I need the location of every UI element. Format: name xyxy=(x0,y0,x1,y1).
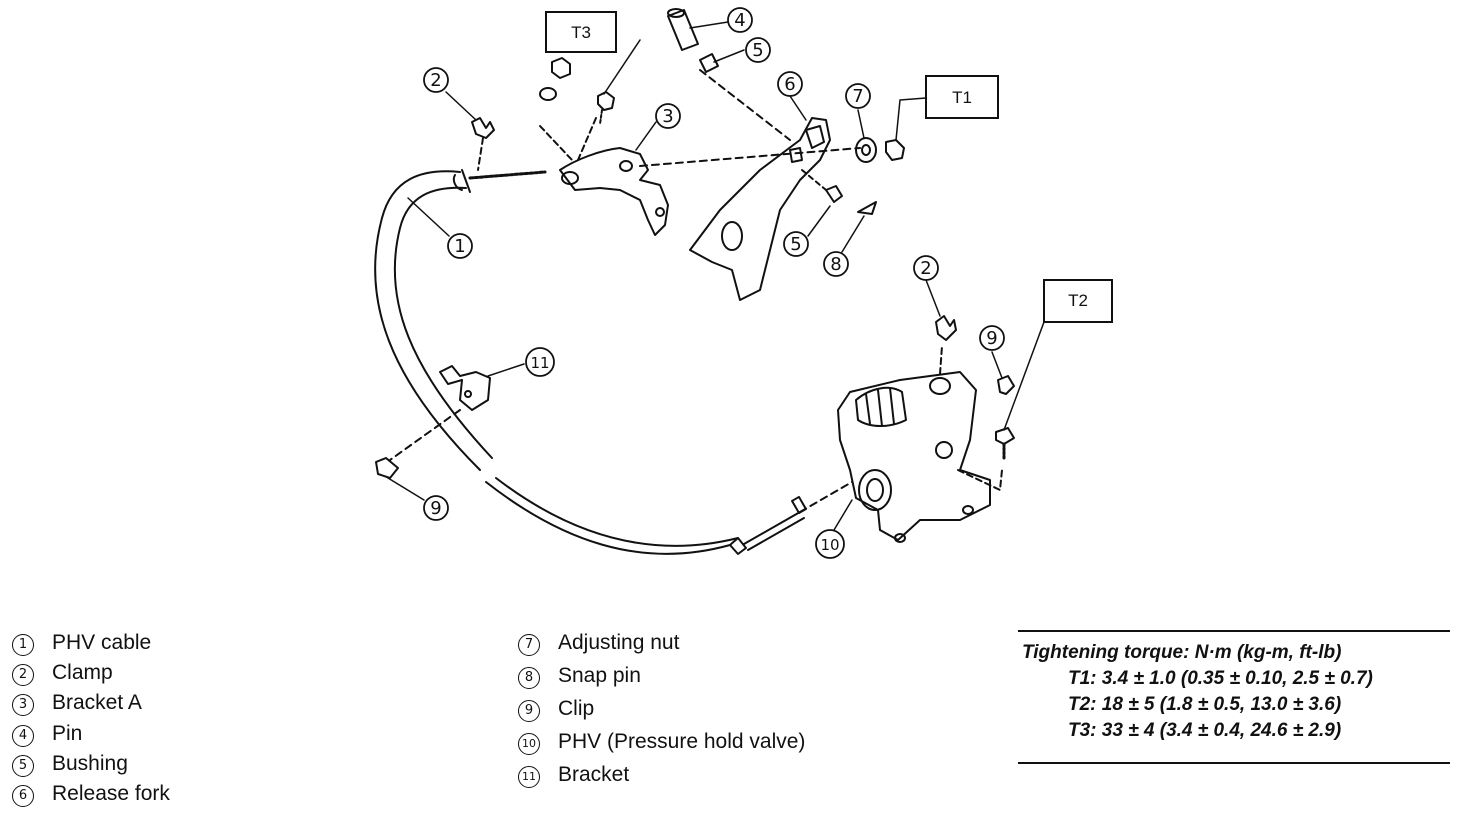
svg-text:3: 3 xyxy=(662,106,673,127)
legend-number: 6 xyxy=(12,784,34,807)
tightening-torque-table: Tightening torque: N·m (kg-m, ft-lb) T1:… xyxy=(1018,630,1450,764)
svg-text:9: 9 xyxy=(986,328,997,349)
legend-label: Clip xyxy=(558,697,595,720)
legend-number: 4 xyxy=(12,724,34,747)
svg-text:9: 9 xyxy=(430,498,441,519)
svg-text:8: 8 xyxy=(830,254,841,275)
legend-number: 9 xyxy=(518,700,540,722)
leader-lines xyxy=(387,21,1045,531)
legend-label: Clamp xyxy=(52,661,113,685)
phv-drawing xyxy=(799,345,1003,543)
legend-item: 10 PHV (Pressure hold valve) xyxy=(518,725,805,758)
torque-box-t1: T1 xyxy=(925,75,999,119)
callout-2-lower: 2 xyxy=(913,255,939,281)
phv-cable-drawing xyxy=(374,169,807,555)
legend-number: 3 xyxy=(12,694,34,717)
legend-item: 5 Bushing xyxy=(12,749,170,779)
legend-item: 4 Pin xyxy=(12,719,170,749)
pin-drawing xyxy=(667,8,791,141)
callout-3: 3 xyxy=(655,103,681,129)
svg-text:T2: T2 xyxy=(1068,291,1088,310)
legend-label: Bracket A xyxy=(52,691,142,715)
bracket-a-drawing xyxy=(539,117,669,236)
callout-5-lower: 5 xyxy=(783,231,809,257)
legend-number: 10 xyxy=(518,733,540,755)
legend-item: 11 Bracket xyxy=(518,758,805,791)
svg-text:T1: T1 xyxy=(952,88,972,107)
svg-text:1: 1 xyxy=(454,236,465,257)
legend-label: Bracket xyxy=(558,763,630,786)
torque-box-t3: T3 xyxy=(545,11,617,53)
parts-legend-left: 1 PHV cable 2 Clamp 3 Bracket A 4 Pin 5 Bushi… xyxy=(12,628,170,809)
legend-number: 5 xyxy=(12,754,34,777)
legend-number: 2 xyxy=(12,664,34,687)
snap-pin-drawing xyxy=(801,169,877,215)
svg-text:7: 7 xyxy=(852,86,863,107)
svg-text:T3: T3 xyxy=(571,23,591,42)
torque-table-header: Tightening torque: N·m (kg-m, ft-lb) xyxy=(1022,642,1342,663)
callout-9-lower: 9 xyxy=(423,495,449,521)
callout-5: 5 xyxy=(745,37,771,63)
legend-label: Release fork xyxy=(52,781,170,805)
svg-text:4: 4 xyxy=(734,10,745,31)
legend-number: 7 xyxy=(518,634,540,656)
legend-label: PHV (Pressure hold valve) xyxy=(558,730,806,753)
legend-item: 3 Bracket A xyxy=(12,688,170,718)
callout-1: 1 xyxy=(447,233,473,259)
svg-text:6: 6 xyxy=(784,74,795,95)
lower-clamp-drawing xyxy=(935,315,1015,460)
svg-text:5: 5 xyxy=(752,40,763,61)
legend-item: 7 Adjusting nut xyxy=(518,626,805,659)
legend-item: 6 Release fork xyxy=(12,779,170,809)
legend-number: 11 xyxy=(518,766,540,788)
parts-legend-middle: 7 Adjusting nut 8 Snap pin 9 Clip 10 PHV (Pr… xyxy=(518,626,805,791)
callout-9: 9 xyxy=(979,325,1005,351)
callout-4: 4 xyxy=(727,7,753,33)
callout-11: 11 xyxy=(525,347,555,377)
svg-text:2: 2 xyxy=(430,70,441,91)
legend-label: Adjusting nut xyxy=(558,631,680,654)
legend-label: Snap pin xyxy=(558,664,641,687)
exploded-parts-diagram: T3 T1 T2 2 4 5 3 6 7 1 5 8 2 9 11 9 10 xyxy=(374,7,1113,559)
legend-number: 1 xyxy=(12,634,34,656)
callout-2: 2 xyxy=(423,67,449,93)
torque-box-t2: T2 xyxy=(1043,279,1113,323)
callout-8: 8 xyxy=(823,251,849,277)
clamp-drawing xyxy=(471,117,495,171)
svg-text:2: 2 xyxy=(920,258,931,279)
svg-text:11: 11 xyxy=(530,354,549,372)
legend-label: Pin xyxy=(52,721,83,745)
callout-6: 6 xyxy=(777,71,803,97)
legend-label: PHV cable xyxy=(52,631,152,654)
legend-item: 8 Snap pin xyxy=(518,659,805,692)
torque-row-t1: T1: 3.4 ± 1.0 (0.35 ± 0.10, 2.5 ± 0.7) xyxy=(1068,668,1373,689)
legend-number: 8 xyxy=(518,667,540,689)
legend-label: Bushing xyxy=(52,751,128,775)
callout-7: 7 xyxy=(845,83,871,109)
legend-item: 9 Clip xyxy=(518,692,805,725)
release-fork-drawing xyxy=(689,117,831,301)
torque-row-t2: T2: 18 ± 5 (1.8 ± 0.5, 13.0 ± 3.6) xyxy=(1068,694,1342,715)
torque-row-t3: T3: 33 ± 4 (3.4 ± 0.4, 24.6 ± 2.9) xyxy=(1068,720,1342,741)
callout-10: 10 xyxy=(815,529,845,559)
legend-item: 1 PHV cable xyxy=(12,628,170,658)
nut-drawing xyxy=(539,57,615,125)
legend-item: 2 Clamp xyxy=(12,658,170,688)
bracket-drawing xyxy=(375,365,491,479)
svg-text:5: 5 xyxy=(790,234,801,255)
svg-text:10: 10 xyxy=(820,536,839,554)
